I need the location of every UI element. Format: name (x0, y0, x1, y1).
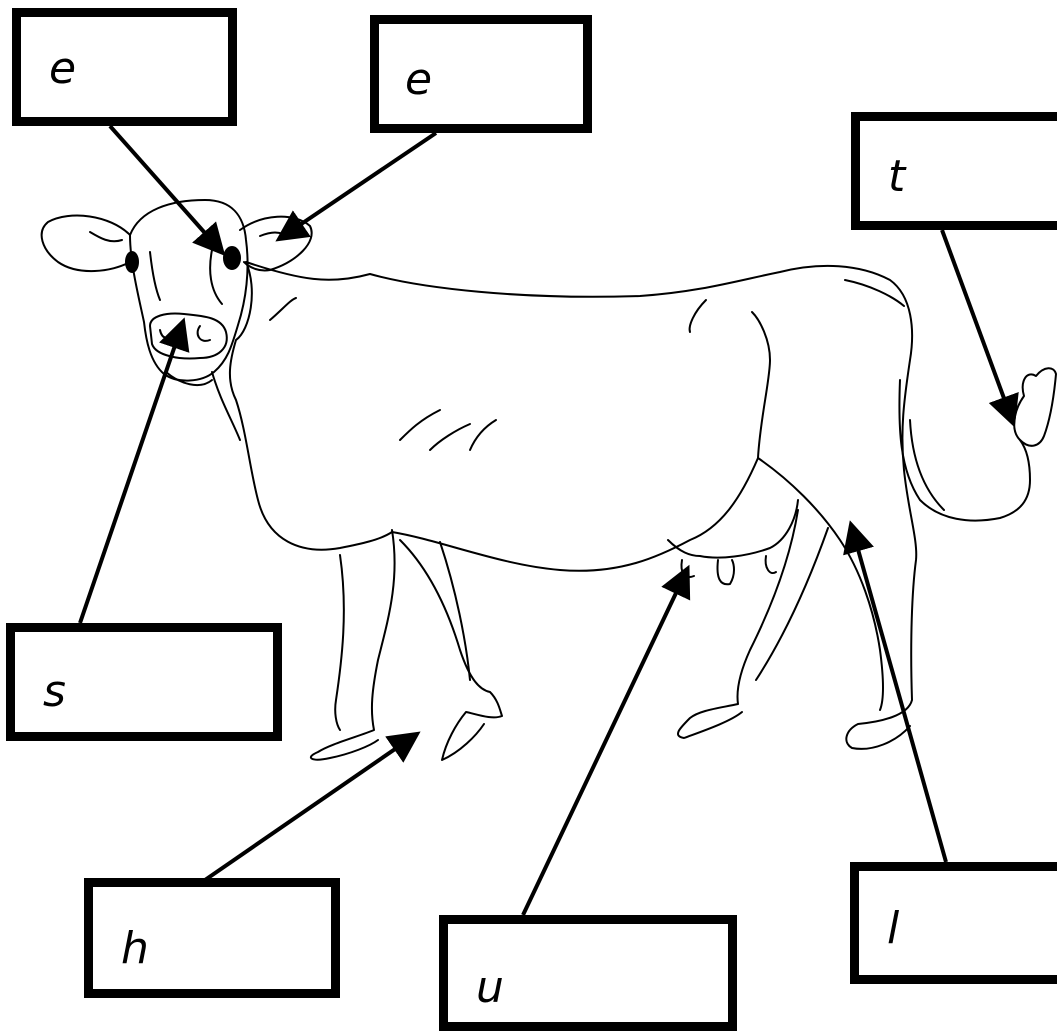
cow-tail-tuft (1014, 368, 1056, 446)
label-box-tail[interactable]: t (851, 112, 1057, 230)
cow-head (130, 200, 248, 381)
label-box-eye[interactable]: e (12, 8, 237, 126)
cow-back-leg-near (758, 458, 883, 710)
cow-eye-left (126, 252, 138, 272)
arrow-tail (942, 230, 1012, 420)
cow-left-ear (42, 216, 130, 272)
arrow-leg (852, 528, 946, 862)
cow-body (246, 262, 916, 749)
arrow-hoof (205, 736, 414, 880)
cow-tail (899, 380, 1030, 521)
arrow-udder (523, 572, 686, 915)
arrow-snout (80, 325, 182, 623)
label-text-ear: e (405, 58, 432, 102)
label-box-udder[interactable]: u (439, 915, 737, 1031)
label-box-leg[interactable]: l (850, 862, 1057, 984)
label-text-hoof: h (121, 927, 149, 971)
arrow-ear (282, 133, 436, 237)
label-text-leg: l (887, 907, 899, 951)
label-box-ear[interactable]: e (370, 15, 592, 133)
cow-back-leg-far (678, 510, 798, 738)
label-text-tail: t (888, 155, 905, 199)
cow-udder (668, 500, 798, 558)
label-box-snout[interactable]: s (6, 623, 282, 741)
cow-eye-right (224, 247, 240, 269)
cow-front-leg-far (400, 540, 502, 760)
label-box-hoof[interactable]: h (84, 878, 340, 998)
cow-front-leg (311, 530, 395, 760)
label-text-snout: s (43, 670, 66, 714)
label-text-udder: u (476, 966, 504, 1010)
label-text-eye: e (49, 47, 76, 91)
